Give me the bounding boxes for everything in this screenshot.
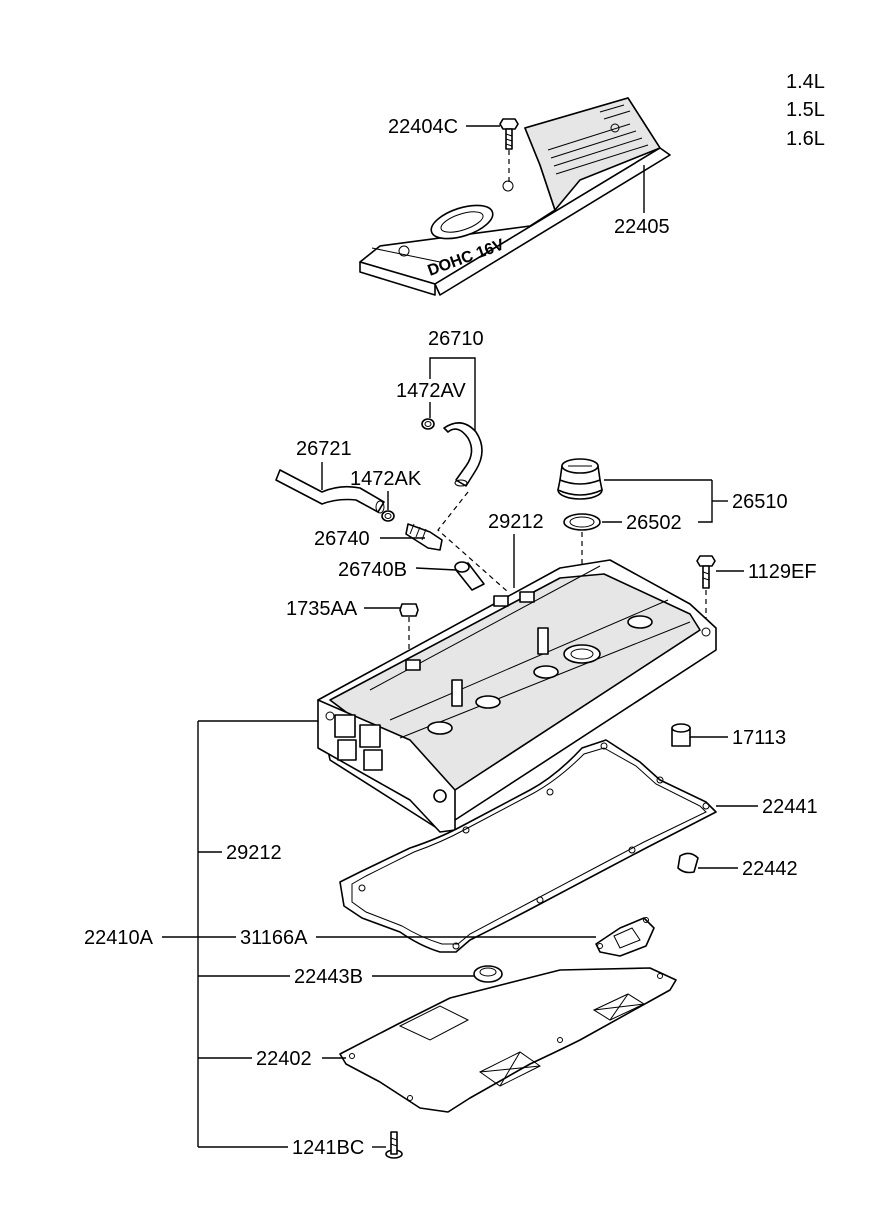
label-22405: 22405 — [614, 216, 670, 238]
label-22402: 22402 — [256, 1048, 312, 1070]
label-29212-left: 29212 — [226, 842, 282, 864]
assembly-bracket-22410a — [162, 720, 318, 1148]
hose-26721 — [275, 469, 385, 514]
cap-17113 — [671, 723, 691, 747]
label-26740b: 26740B — [338, 559, 407, 581]
rocker-cover — [317, 559, 717, 833]
plate-22402 — [339, 967, 677, 1113]
label-26510: 26510 — [732, 491, 788, 513]
gasket-22441 — [339, 739, 717, 953]
clamp-1472av — [421, 418, 435, 430]
label-22404c: 22404C — [388, 116, 458, 138]
hose-26710 — [443, 422, 483, 487]
label-17113: 17113 — [732, 727, 786, 749]
seal-22443b — [473, 965, 503, 983]
engine-variant-list: 1.4L 1.5L 1.6L — [786, 71, 825, 150]
label-29212-top: 29212 — [488, 511, 544, 533]
label-1735aa: 1735AA — [286, 598, 358, 620]
label-1472av: 1472AV — [396, 380, 466, 402]
label-1241bc: 1241BC — [292, 1137, 364, 1159]
label-26721: 26721 — [296, 438, 352, 460]
plate-31166a — [595, 917, 655, 957]
bolt-22404c — [499, 118, 519, 184]
engine-cover-22405: DOHC 16V — [359, 97, 671, 296]
variant-1-6l: 1.6L — [786, 128, 825, 150]
variant-1-5l: 1.5L — [786, 99, 825, 121]
label-22442: 22442 — [742, 858, 798, 880]
label-31166a: 31166A — [240, 927, 308, 949]
seal-26502 — [563, 513, 601, 531]
label-22441: 22441 — [762, 796, 818, 818]
bracket-26510 — [698, 480, 713, 523]
leader-26740b — [415, 567, 457, 571]
hyundai-emblem — [430, 204, 494, 240]
pcv-valve-26740 — [405, 523, 443, 551]
variant-1-4l: 1.4L — [786, 71, 825, 93]
screw-1241bc — [385, 1131, 403, 1159]
label-26710: 26710 — [428, 328, 484, 350]
label-26740: 26740 — [314, 528, 370, 550]
label-22410a: 22410A — [84, 927, 154, 949]
label-22443b: 22443B — [294, 966, 363, 988]
label-1472ak: 1472AK — [350, 468, 422, 490]
label-1129ef: 1129EF — [748, 561, 817, 583]
oil-filler-cap — [557, 458, 603, 500]
grommet-26740b — [454, 561, 485, 591]
label-26502: 26502 — [626, 512, 682, 534]
seal-22442 — [677, 852, 699, 874]
bracket-26710 — [429, 357, 476, 445]
clamp-1472ak — [381, 510, 395, 522]
